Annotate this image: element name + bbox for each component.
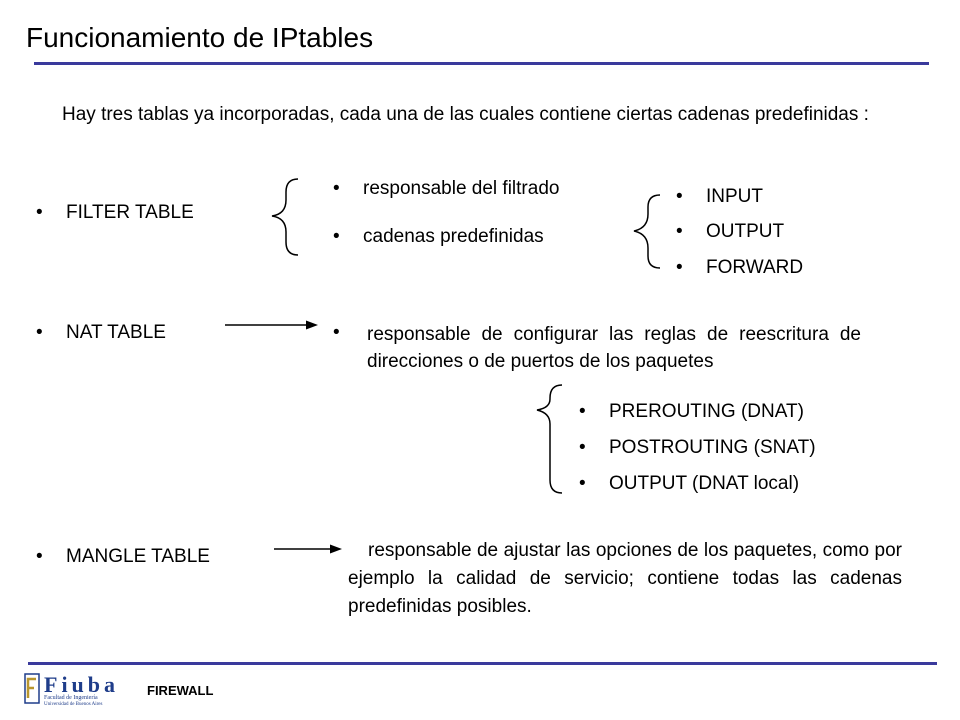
chain-label: PREROUTING (DNAT) <box>609 401 804 422</box>
filter-chain-forward: • FORWARD <box>676 253 803 283</box>
chain-label: OUTPUT (DNAT local) <box>609 473 800 494</box>
nat-table-label: NAT TABLE <box>66 322 166 343</box>
chain-label: POSTROUTING (SNAT) <box>609 437 816 458</box>
title-underline <box>34 62 929 65</box>
bullet-dot: • <box>36 546 43 567</box>
fiuba-logo-icon: Fiuba Facultad de Ingeniería Universidad… <box>24 672 119 707</box>
bullet-dot: • <box>579 401 586 422</box>
bullet-dot: • <box>676 257 683 278</box>
mangle-description: responsable de ajustar las opciones de l… <box>348 540 902 617</box>
bullet-dot: • <box>333 178 340 199</box>
filter-item-label: responsable del filtrado <box>363 178 560 199</box>
bullet-dot: • <box>36 202 43 223</box>
bullet-dot: • <box>676 221 683 242</box>
nat-chains-brace <box>536 384 563 494</box>
nat-table-bullet: • NAT TABLE <box>36 318 166 348</box>
nat-description-text: responsable de configurar las reglas de … <box>367 324 861 372</box>
filter-chain-input: • INPUT <box>676 182 763 212</box>
filter-chain-output: • OUTPUT <box>676 217 784 247</box>
logo-subtitle-2: Universidad de Buenos Aires <box>44 702 103 707</box>
bullet-dot: • <box>333 226 340 247</box>
logo-name: Fiuba <box>44 672 119 697</box>
bullet-dot: • <box>579 473 586 494</box>
footer-label: FIREWALL <box>147 683 214 698</box>
slide-title: Funcionamiento de IPtables <box>26 22 374 53</box>
bullet-dot: • <box>579 437 586 458</box>
nat-chain-output: • OUTPUT (DNAT local) <box>579 469 799 499</box>
nat-description: • responsable de configurar las reglas d… <box>333 321 861 375</box>
bullet-dot: • <box>333 322 340 343</box>
nat-chain-prerouting: • PREROUTING (DNAT) <box>579 397 804 427</box>
filter-brace <box>271 178 299 256</box>
filter-table-label: FILTER TABLE <box>66 202 194 223</box>
filter-chains-brace <box>633 194 661 269</box>
bullet-dot: • <box>36 322 43 343</box>
fiuba-logo: Fiuba Facultad de Ingeniería Universidad… <box>24 671 124 707</box>
mangle-table-bullet: • MANGLE TABLE <box>36 542 210 572</box>
mangle-arrow <box>274 544 342 554</box>
chain-label: FORWARD <box>706 257 804 278</box>
nat-arrow <box>225 320 318 330</box>
filter-table-bullet: • FILTER TABLE <box>36 198 194 228</box>
logo-subtitle-1: Facultad de Ingeniería <box>44 695 98 701</box>
chain-label: OUTPUT <box>706 221 785 242</box>
filter-item-filtering: • responsable del filtrado <box>333 174 559 204</box>
intro-paragraph: Hay tres tablas ya incorporadas, cada un… <box>62 104 869 125</box>
footer-rule <box>28 662 937 665</box>
filter-item-label: cadenas predefinidas <box>363 226 544 247</box>
filter-item-chains: • cadenas predefinidas <box>333 222 544 252</box>
bullet-dot: • <box>676 186 683 207</box>
chain-label: INPUT <box>706 186 763 207</box>
mangle-table-label: MANGLE TABLE <box>66 546 210 567</box>
nat-chain-postrouting: • POSTROUTING (SNAT) <box>579 433 816 463</box>
